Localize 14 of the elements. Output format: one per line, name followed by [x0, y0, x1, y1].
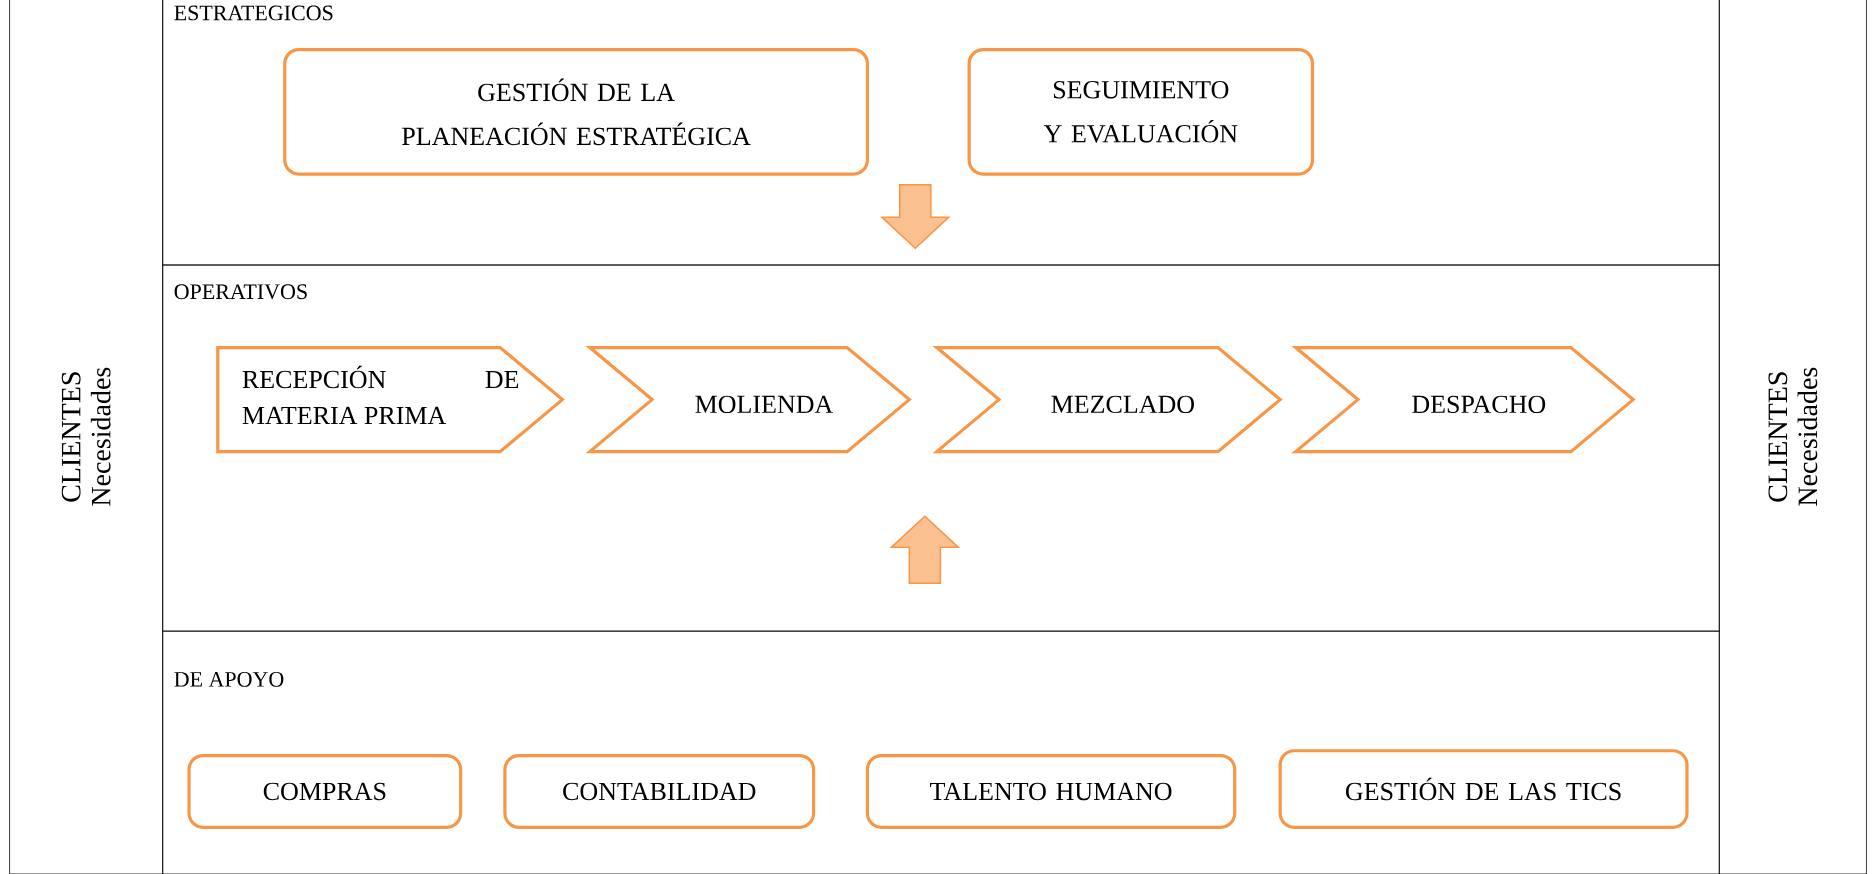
block-arrow [889, 515, 961, 584]
process-box: GESTIÓN DE LAS TICS [1278, 749, 1689, 829]
process-box: CONTABILIDAD [503, 753, 816, 829]
process-box: GESTIÓN DE LA PLANEACIÓN ESTRATÉGICA [283, 48, 869, 176]
process-box: COMPRAS [187, 753, 463, 829]
process-box: TALENTO HUMANO [865, 753, 1237, 829]
block-arrow [879, 184, 951, 250]
side-column: CLIENTES Necesidades [1718, 0, 1867, 874]
process-step: RECEPCIÓN DE MATERIA PRIMA [216, 345, 565, 454]
process-box: SEGUIMIENTO Y EVALUACIÓN [967, 48, 1315, 176]
process-step: DESPACHO [1291, 345, 1636, 454]
process-step: MOLIENDA [585, 345, 912, 454]
side-column: CLIENTES Necesidades [9, 0, 164, 874]
process-step: MEZCLADO [932, 345, 1283, 454]
